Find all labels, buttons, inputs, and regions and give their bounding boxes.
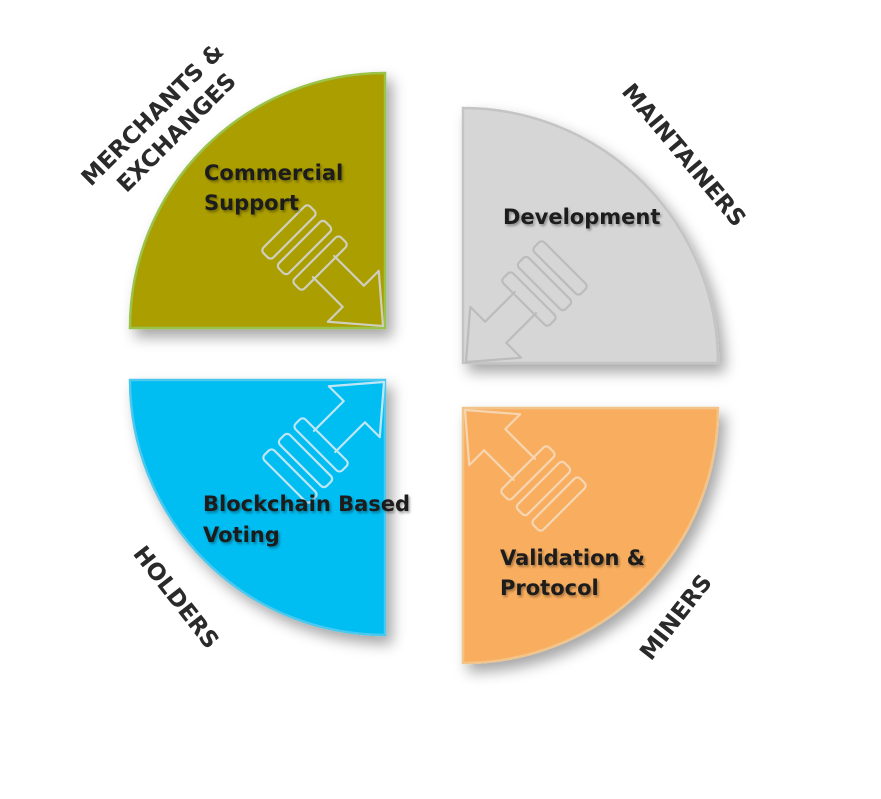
arrow-icon <box>464 240 588 364</box>
commercial-support-line2: Support <box>204 191 299 215</box>
blockchain-voting-line1: Blockchain Based <box>203 492 410 516</box>
validation-protocol-line1: Validation & <box>500 546 645 570</box>
arrow-icon <box>261 204 385 328</box>
arrow-icon <box>262 380 386 504</box>
quadrant-development <box>461 106 720 365</box>
quadrant-validation-protocol <box>461 406 720 665</box>
development-label: Development <box>503 205 660 229</box>
validation-protocol-line2: Protocol <box>500 576 599 600</box>
quadrant-commercial-support <box>128 71 387 330</box>
commercial-support-line1: Commercial <box>204 161 343 185</box>
arrow-icon <box>463 408 587 532</box>
quadrant-blockchain-voting <box>128 378 387 637</box>
blockchain-voting-line2: Voting <box>203 523 280 547</box>
